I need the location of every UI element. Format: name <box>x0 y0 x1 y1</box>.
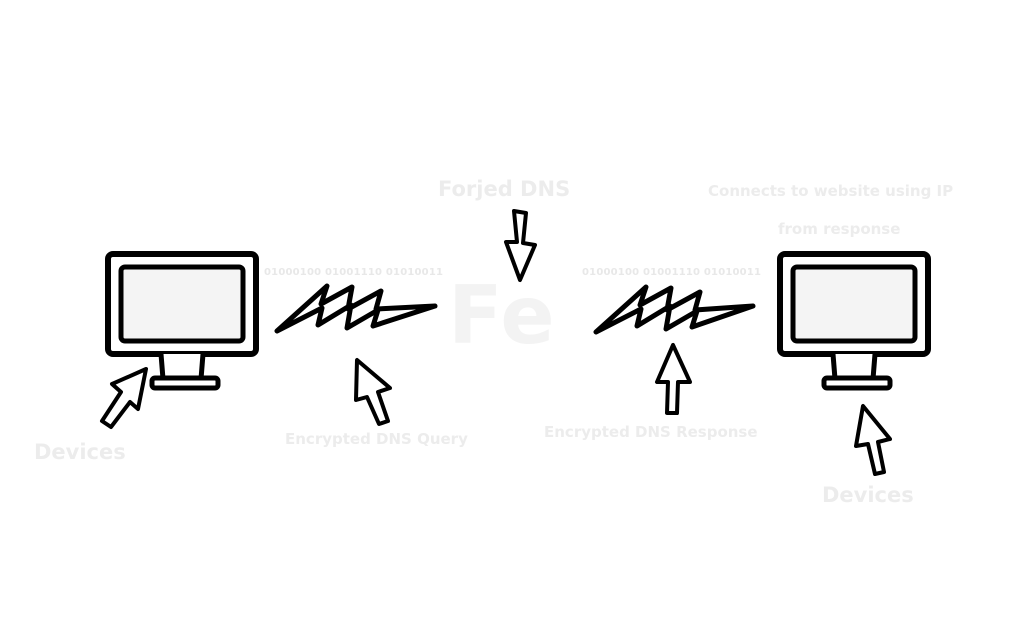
connects-label-line1: Connects to website using IP <box>708 182 954 200</box>
response-label: Encrypted DNS Response <box>544 423 758 441</box>
arrow-down-forged-icon <box>504 209 537 282</box>
arrow-left-device-icon <box>100 367 148 429</box>
forged-dns-label: Forjed DNS <box>438 177 571 201</box>
connects-label-line2: from response <box>778 220 901 238</box>
devices-label-right: Devices <box>822 483 914 507</box>
arrow-right-device-icon <box>854 404 892 476</box>
monitor-icon-right <box>780 254 928 388</box>
arrow-response-icon <box>655 343 692 415</box>
devices-label-left: Devices <box>34 440 126 464</box>
binary-stream-left: 01000100 01001110 01010011 <box>264 267 444 278</box>
monitor-icon-left <box>108 254 256 388</box>
query-label: Encrypted DNS Query <box>285 430 468 448</box>
center-symbol: Fe <box>448 269 556 362</box>
binary-stream-right: 01000100 01001110 01010011 <box>582 267 762 278</box>
arrow-query-icon <box>354 358 392 426</box>
lightning-bolt-left-icon <box>274 283 438 334</box>
lightning-bolt-right-icon <box>593 284 756 335</box>
